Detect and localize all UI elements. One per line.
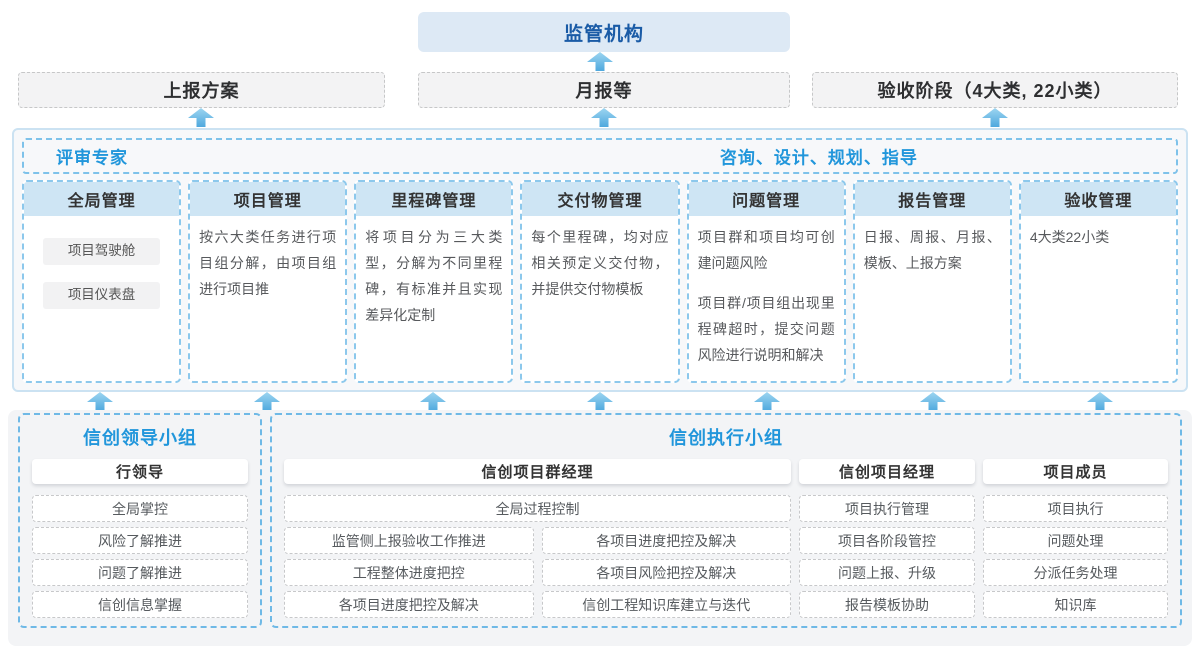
column-title: 问题管理 bbox=[688, 182, 844, 216]
column-issue-management: 问题管理 项目群和项目均可创建问题风险 项目群/项目组出现里程碑超时，提交问题风… bbox=[686, 180, 846, 383]
exec-team-title: 信创执行小组 bbox=[669, 428, 783, 448]
column-text: 每个里程碑，均对应相关预定义交付物，并提供交付物模板 bbox=[531, 229, 669, 297]
column-text: 项目群和项目均可创建问题风险 项目群/项目组出现里程碑超时，提交问题风险进行说明… bbox=[689, 216, 844, 381]
arrow-up-icon bbox=[188, 108, 214, 127]
arrow-up-icon bbox=[586, 392, 613, 411]
member-task-item: 分派任务处理 bbox=[983, 559, 1168, 586]
program-manager-section: 信创项目群经理 全局过程控制 监管侧上报验收工作推进 各项目进度把控及解决 工程… bbox=[284, 459, 791, 623]
exec-sections: 信创项目群经理 全局过程控制 监管侧上报验收工作推进 各项目进度把控及解决 工程… bbox=[284, 459, 1168, 623]
pm-task-item: 项目各阶段管控 bbox=[799, 527, 975, 554]
report-plan-box: 上报方案 bbox=[18, 72, 385, 108]
pgm-task-item: 各项目进度把控及解决 bbox=[284, 591, 534, 618]
exec-team-group: 信创执行小组 信创项目群经理 全局过程控制 监管侧上报验收工作推进 各项目进度把… bbox=[270, 413, 1182, 628]
pgm-task-grid: 监管侧上报验收工作推进 各项目进度把控及解决 工程整体进度把控 各项目风险把控及… bbox=[284, 527, 791, 618]
role-box-project-member: 项目成员 bbox=[983, 459, 1168, 484]
column-title: 报告管理 bbox=[854, 182, 1010, 216]
column-text: 将项目分为三大类型，分解为不同里程碑，有标准并且实现差异化定制 bbox=[365, 229, 503, 323]
column-title: 验收管理 bbox=[1020, 182, 1176, 216]
column-global-management: 全局管理 项目驾驶舱 项目仪表盘 bbox=[22, 180, 182, 383]
arrow-up-icon bbox=[587, 52, 613, 71]
issue-paragraph: 项目群和项目均可创建问题风险 bbox=[697, 229, 835, 271]
platform-panel: 评审专家 咨询、设计、规划、指导 全局管理 项目驾驶舱 项目仪表盘 项目管理 按… bbox=[12, 128, 1188, 392]
lead-team-title: 信创领导小组 bbox=[83, 428, 197, 448]
role-box-bank-leader: 行领导 bbox=[32, 459, 248, 484]
member-task-item: 问题处理 bbox=[983, 527, 1168, 554]
project-dashboard-chip: 项目仪表盘 bbox=[43, 282, 161, 309]
arrow-up-icon bbox=[1087, 392, 1114, 411]
column-report-management: 报告管理 日报、周报、月报、模板、上报方案 bbox=[852, 180, 1012, 383]
pgm-task-item-full: 全局过程控制 bbox=[284, 495, 791, 522]
column-project-management: 项目管理 按六大类任务进行项目组分解，由项目组进行项目推 bbox=[188, 180, 348, 383]
column-title: 里程碑管理 bbox=[356, 182, 512, 216]
column-text: 日报、周报、月报、模板、上报方案 bbox=[863, 229, 1001, 271]
column-deliverable-management: 交付物管理 每个里程碑，均对应相关预定义交付物，并提供交付物模板 bbox=[520, 180, 680, 383]
arrow-up-icon bbox=[591, 108, 617, 127]
column-title: 交付物管理 bbox=[522, 182, 678, 216]
arrow-up-icon bbox=[420, 392, 447, 411]
pgm-task-item: 各项目进度把控及解决 bbox=[541, 527, 791, 554]
pgm-task-item: 信创工程知识库建立与迭代 bbox=[541, 591, 791, 618]
arrow-up-icon bbox=[86, 392, 113, 411]
role-box-program-manager: 信创项目群经理 bbox=[284, 459, 791, 484]
pgm-task-item: 监管侧上报验收工作推进 bbox=[284, 527, 534, 554]
pgm-task-item: 工程整体进度把控 bbox=[284, 559, 534, 586]
project-cockpit-chip: 项目驾驶舱 bbox=[43, 238, 161, 265]
member-task-item: 项目执行 bbox=[983, 495, 1168, 522]
regulator-box: 监管机构 bbox=[418, 12, 790, 52]
lead-task-item: 全局掌控 bbox=[32, 495, 248, 522]
review-expert-label: 评审专家 bbox=[56, 148, 128, 168]
column-body: 项目驾驶舱 项目仪表盘 bbox=[24, 216, 179, 381]
column-acceptance-management: 验收管理 4大类22小类 bbox=[1018, 180, 1178, 383]
column-text: 4大类22小类 bbox=[1029, 229, 1110, 245]
column-text: 按六大类任务进行项目组分解，由项目组进行项目推 bbox=[199, 229, 337, 297]
column-title: 全局管理 bbox=[24, 182, 180, 216]
project-member-section: 项目成员 项目执行 问题处理 分派任务处理 知识库 bbox=[983, 459, 1168, 623]
lead-task-item: 风险了解推进 bbox=[32, 527, 248, 554]
consult-design-label: 咨询、设计、规划、指导 bbox=[719, 148, 918, 168]
arrow-up-icon bbox=[982, 108, 1008, 127]
role-box-project-manager: 信创项目经理 bbox=[799, 459, 975, 484]
issue-paragraph: 项目群/项目组出现里程碑超时，提交问题风险进行说明和解决 bbox=[697, 294, 835, 363]
member-task-item: 知识库 bbox=[983, 591, 1168, 618]
lead-task-item: 问题了解推进 bbox=[32, 559, 248, 586]
lead-team-group: 信创领导小组 行领导 全局掌控 风险了解推进 问题了解推进 信创信息掌握 bbox=[18, 413, 262, 628]
pm-task-item: 报告模板协助 bbox=[799, 591, 975, 618]
column-milestone-management: 里程碑管理 将项目分为三大类型，分解为不同里程碑，有标准并且实现差异化定制 bbox=[354, 180, 514, 383]
monthly-report-box: 月报等 bbox=[418, 72, 790, 108]
column-title: 项目管理 bbox=[190, 182, 346, 216]
pgm-task-item: 各项目风险把控及解决 bbox=[541, 559, 791, 586]
arrow-up-icon bbox=[920, 392, 947, 411]
management-columns: 全局管理 项目驾驶舱 项目仪表盘 项目管理 按六大类任务进行项目组分解，由项目组… bbox=[22, 180, 1178, 383]
platform-header: 评审专家 咨询、设计、规划、指导 bbox=[22, 138, 1178, 174]
pm-task-item: 问题上报、升级 bbox=[799, 559, 975, 586]
arrow-row bbox=[20, 392, 1180, 411]
acceptance-stage-box: 验收阶段（4大类, 22小类） bbox=[812, 72, 1178, 108]
pm-task-item: 项目执行管理 bbox=[799, 495, 975, 522]
project-manager-section: 信创项目经理 项目执行管理 项目各阶段管控 问题上报、升级 报告模板协助 bbox=[799, 459, 975, 623]
lead-task-item: 信创信息掌握 bbox=[32, 591, 248, 618]
arrow-up-icon bbox=[253, 392, 280, 411]
arrow-up-icon bbox=[753, 392, 780, 411]
teams-panel: 信创领导小组 行领导 全局掌控 风险了解推进 问题了解推进 信创信息掌握 信创执… bbox=[8, 410, 1192, 646]
